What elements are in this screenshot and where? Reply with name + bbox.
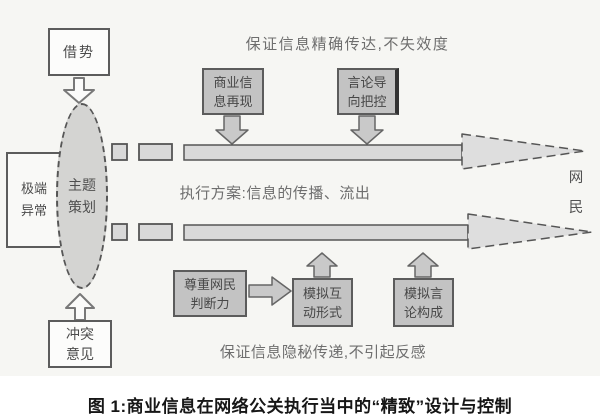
node-speech-direction-control: 言论导向把控: [337, 68, 399, 115]
node-respect-netizen-judgment: 尊重网民判断力: [173, 270, 247, 317]
node-theme-planning-label: 主题策划: [68, 177, 96, 215]
node-extreme-anomaly: 极端异常: [6, 152, 62, 248]
note-execution-plan: 执行方案:信息的传播、流出: [179, 185, 371, 202]
bottom-flow-seg2: [138, 223, 173, 241]
node-business-info-label: 商业信息再现: [213, 74, 253, 109]
bottom-flow-seg1: [111, 223, 128, 241]
note-covert-delivery: 保证信息隐秘传递,不引起反感: [219, 344, 427, 361]
node-simulate-interaction-label: 模拟互动形式: [302, 285, 342, 320]
node-leverage-label: 借势: [63, 44, 95, 60]
up-arrow-simulate-interaction: [306, 252, 338, 278]
figure-caption: 图 1:商业信息在网络公关执行当中的“精致”设计与控制: [87, 397, 513, 416]
node-simulate-speech-composition: 模拟言论构成: [393, 278, 454, 327]
node-simulate-speech-label: 模拟言论构成: [403, 285, 443, 320]
down-arrow-leverage: [63, 77, 95, 104]
node-conflict-opinion: 冲突意见: [48, 320, 112, 368]
top-flow-shaft: [183, 144, 463, 161]
top-flow-seg1: [111, 143, 128, 161]
node-respect-judgment-label: 尊重网民判断力: [183, 276, 236, 311]
node-leverage: 借势: [48, 28, 110, 76]
node-simulate-interaction-form: 模拟互动形式: [292, 278, 353, 327]
top-flow-arrowhead: [461, 133, 586, 170]
bottom-flow-shaft: [183, 224, 469, 241]
node-speech-direction-label: 言论导向把控: [347, 74, 387, 109]
up-arrow-conflict: [65, 293, 95, 321]
bottom-flow-arrowhead: [467, 213, 593, 250]
up-arrow-simulate-speech: [407, 252, 439, 278]
note-accurate-delivery: 保证信息精确传达,不失效度: [245, 36, 450, 53]
node-conflict-opinion-label: 冲突意见: [66, 326, 94, 362]
top-flow-seg2: [138, 143, 173, 161]
node-extreme-anomaly-label: 极端异常: [20, 181, 47, 218]
down-arrow-business-info: [215, 115, 249, 145]
right-arrow-respect-judgment: [248, 276, 292, 306]
node-theme-planning: 主题策划: [56, 103, 108, 289]
node-business-info-reproduction: 商业信息再现: [202, 68, 264, 115]
label-netizens: 网民: [568, 170, 584, 216]
down-arrow-speech-direction: [350, 115, 384, 145]
